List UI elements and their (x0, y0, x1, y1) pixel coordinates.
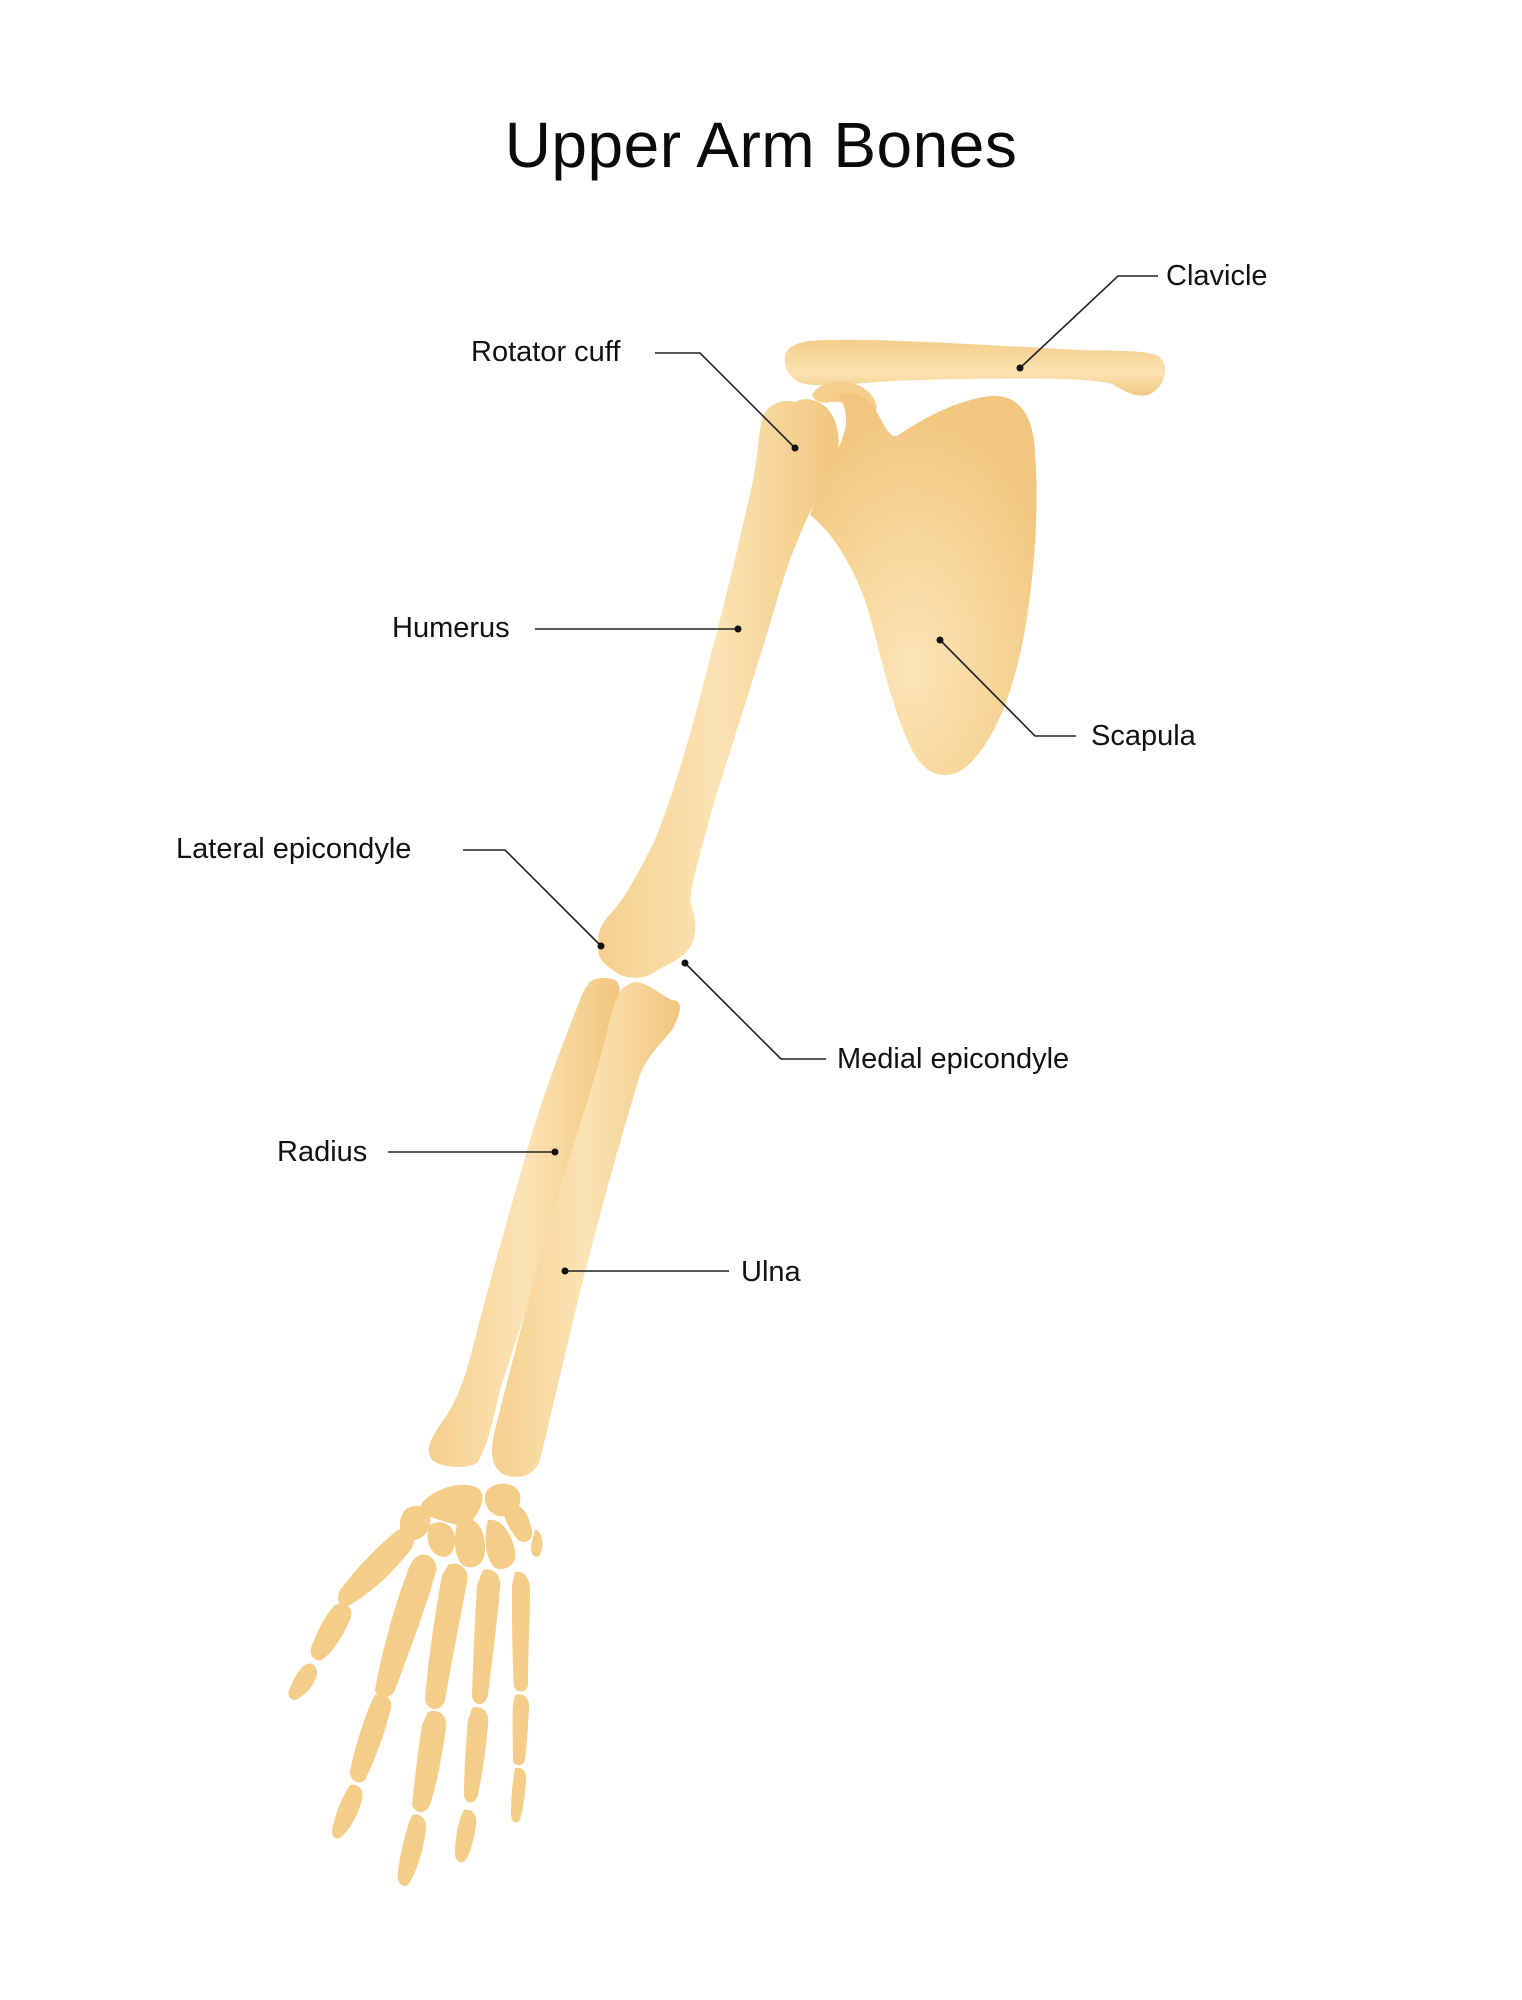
rotator-cuff-leader (655, 352, 796, 449)
label-medial-epicondyle: Medial epicondyle (837, 1043, 1070, 1075)
label-clavicle: Clavicle (1166, 260, 1268, 292)
anchor-dots (551, 364, 1024, 1275)
label-lateral-epicondyle: Lateral epicondyle (176, 833, 412, 865)
leader-lines (388, 275, 1158, 1272)
radius-bone (428, 977, 620, 1468)
medial-epicondyle-leader (684, 962, 826, 1060)
lateral-epicondyle-leader (463, 849, 602, 947)
label-ulna: Ulna (741, 1256, 801, 1288)
scapula-leader (939, 639, 1076, 737)
label-scapula: Scapula (1091, 720, 1196, 752)
ulna-bone (492, 982, 680, 1477)
label-rotator-cuff: Rotator cuff (471, 336, 621, 368)
label-radius: Radius (277, 1136, 368, 1168)
scapula-bone (810, 392, 1037, 776)
clavicle-leader (1019, 275, 1158, 369)
label-humerus: Humerus (392, 612, 510, 644)
carpal-bones (399, 1483, 543, 1570)
diagram-title: Upper Arm Bones (504, 109, 1018, 181)
humerus-bone (597, 399, 839, 978)
clavicle-bone (784, 339, 1166, 396)
hand-bones (288, 1528, 530, 1886)
